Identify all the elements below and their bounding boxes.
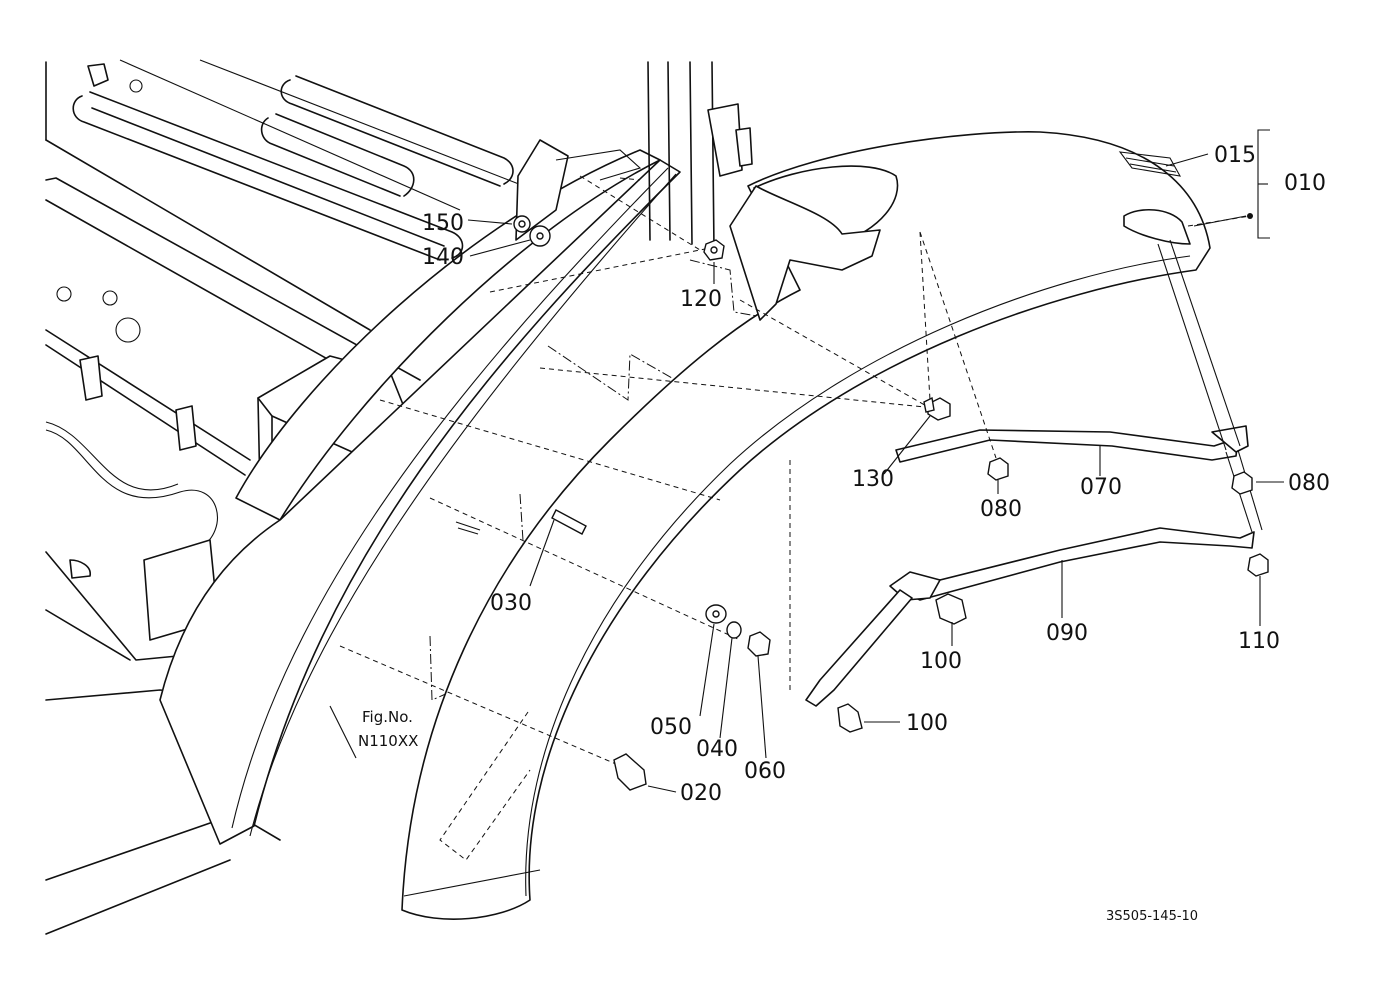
callout-010: 010: [1284, 171, 1326, 196]
callout-leaders: [329, 129, 1284, 793]
callout-050: 050: [650, 715, 692, 740]
fender: [401, 131, 1211, 920]
callout-040: 040: [696, 737, 738, 762]
callout-020: 020: [680, 781, 722, 806]
callout-labels: 015 010 150 140 120 130 080 070 080 110 …: [358, 143, 1330, 924]
callout-140: 140: [422, 245, 464, 270]
callout-120: 120: [680, 287, 722, 312]
fig-reference-number: N110XX: [358, 732, 418, 750]
drawing-code: 3S505-145-10: [1106, 909, 1198, 924]
leader-lines: [339, 175, 1251, 771]
callout-060: 060: [744, 759, 786, 784]
callout-090: 090: [1046, 621, 1088, 646]
callout-030: 030: [490, 591, 532, 616]
callout-110: 110: [1238, 629, 1280, 654]
stays: [805, 239, 1263, 707]
cabin-frame: [45, 59, 871, 935]
callout-080-right: 080: [1288, 471, 1330, 496]
callout-070: 070: [1080, 475, 1122, 500]
callout-130: 130: [852, 467, 894, 492]
callout-015: 015: [1214, 143, 1256, 168]
callout-150: 150: [422, 211, 464, 236]
fig-reference-label: Fig.No.: [362, 708, 413, 726]
callout-100-lower: 100: [906, 711, 948, 736]
hardware: [455, 213, 1269, 791]
callout-080-left: 080: [980, 497, 1022, 522]
callout-100-upper: 100: [920, 649, 962, 674]
